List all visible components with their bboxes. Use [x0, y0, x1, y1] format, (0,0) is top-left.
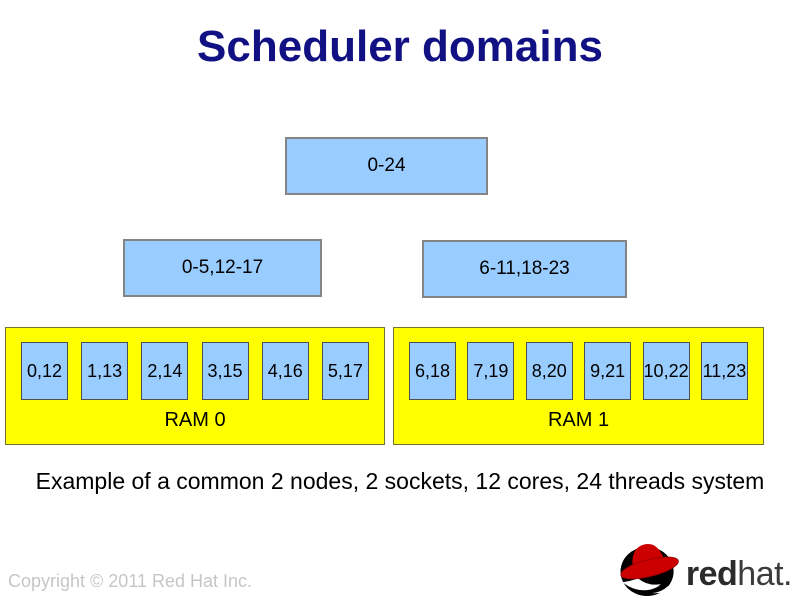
- core-box: 10,22: [642, 342, 690, 400]
- redhat-logo: redhat.: [616, 541, 792, 598]
- ram-label-node-0: RAM 0: [164, 408, 226, 431]
- slide-title: Scheduler domains: [197, 22, 603, 71]
- redhat-hat-icon: [620, 544, 679, 597]
- numa-node-0: 0,12 1,13 2,14 3,15 4,16 5,17 RAM 0: [5, 327, 385, 445]
- core-box: 11,23: [700, 342, 748, 400]
- core-box: 4,16: [261, 342, 309, 400]
- core-box: 1,13: [81, 342, 129, 400]
- domain-box-all-cpus: 0-24: [285, 137, 488, 195]
- core-box: 2,14: [141, 342, 189, 400]
- core-box: 8,20: [525, 342, 573, 400]
- core-box: 3,15: [201, 342, 249, 400]
- core-row-node-0: 0,12 1,13 2,14 3,15 4,16 5,17: [6, 328, 384, 400]
- domain-box-socket-1: 6-11,18-23: [422, 240, 627, 298]
- core-row-node-1: 6,18 7,19 8,20 9,21 10,22 11,23: [394, 328, 763, 400]
- core-box: 5,17: [321, 342, 369, 400]
- core-box: 0,12: [21, 342, 68, 400]
- logo-word-hat: hat: [737, 555, 784, 593]
- copyright-text: Copyright © 2011 Red Hat Inc.: [8, 571, 253, 591]
- slide-caption: Example of a common 2 nodes, 2 sockets, …: [35, 468, 765, 494]
- core-box: 6,18: [409, 342, 456, 400]
- core-box: 9,21: [584, 342, 632, 400]
- domain-box-socket-0: 0-5,12-17: [123, 239, 322, 297]
- numa-node-1: 6,18 7,19 8,20 9,21 10,22 11,23 RAM 1: [393, 327, 764, 445]
- core-box: 7,19: [467, 342, 515, 400]
- redhat-logo-text: redhat.: [685, 555, 793, 598]
- logo-word-red: red: [685, 555, 738, 593]
- logo-trademark-dot: .: [783, 555, 792, 593]
- ram-label-node-1: RAM 1: [547, 408, 610, 431]
